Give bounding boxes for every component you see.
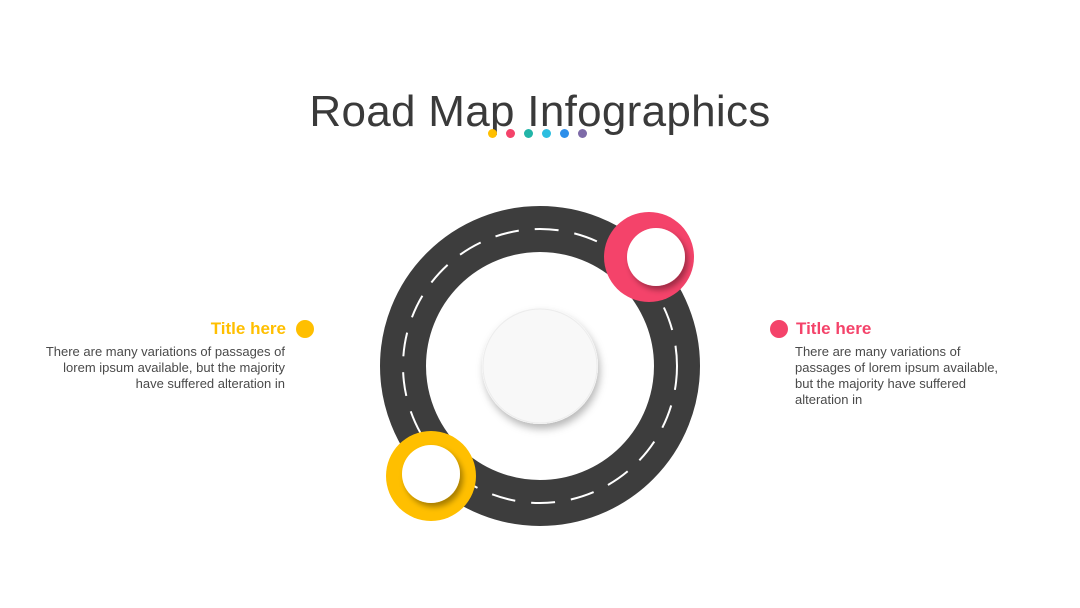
item-left: Title here There are many variations of …: [40, 318, 314, 392]
dot-teal: [524, 129, 533, 138]
item-left-title-row: Title here: [40, 318, 314, 340]
page-title: Road Map Infographics: [309, 87, 771, 137]
item-left-marker-dot: [296, 320, 314, 338]
dot-blue: [560, 129, 569, 138]
item-right: Title here There are many variations of …: [770, 318, 1015, 408]
center-circle: [482, 308, 598, 424]
center-circle-inner: [482, 308, 598, 424]
milestone-yellow-center: [402, 445, 460, 503]
decorative-dots: [488, 129, 587, 138]
item-right-text: There are many variations of passages of…: [795, 344, 999, 407]
dot-pink: [506, 129, 515, 138]
item-left-title: Title here: [210, 319, 286, 338]
item-right-marker-dot: [770, 320, 788, 338]
item-left-text: There are many variations of passages of…: [45, 344, 285, 391]
milestone-pink-center: [627, 228, 685, 286]
road-lane-marking: [402, 228, 678, 504]
dot-yellow: [488, 129, 497, 138]
item-right-title-row: Title here: [770, 318, 1015, 340]
item-right-title: Title here: [796, 319, 872, 338]
dot-cyan: [542, 129, 551, 138]
dot-purple: [578, 129, 587, 138]
